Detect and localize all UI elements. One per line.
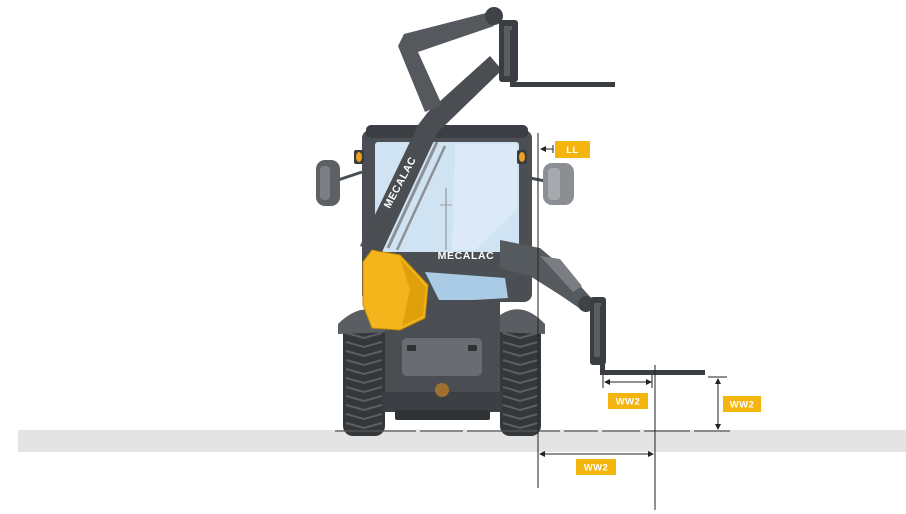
raised-fork-shank <box>510 30 515 87</box>
right-work-light <box>517 150 527 164</box>
raised-fork-carriage-inner <box>504 26 512 76</box>
lowered-boom <box>500 240 705 375</box>
left-tire-body <box>343 316 385 436</box>
ww2-fork-arrowhead-left <box>604 379 610 385</box>
dimension-ww2-reach: WW2 <box>539 451 654 475</box>
right-mirror-highlight <box>548 168 560 200</box>
left-tire <box>343 316 385 436</box>
cab-glass-glare <box>452 144 517 250</box>
raised-boom-upper-link <box>398 12 494 112</box>
right-mirror <box>529 163 574 205</box>
ground-line-gap <box>690 429 694 433</box>
ww2-fork-arrowhead-right <box>646 379 652 385</box>
left-mirror-arm <box>337 170 363 182</box>
dimension-ww2-fork: WW2 <box>602 375 653 409</box>
left-tail-light <box>407 345 416 351</box>
lowered-fork-shank <box>600 306 605 375</box>
skid-plate <box>395 410 490 420</box>
lowered-boom-link <box>540 256 582 292</box>
ww2-reach-label-box <box>576 459 616 475</box>
left-work-light <box>354 150 364 164</box>
cab-roof <box>366 125 528 138</box>
ww2-height-arrowhead-bottom <box>715 424 721 430</box>
hood-glass-strip <box>425 272 508 302</box>
hydraulic-rod-1 <box>386 141 439 249</box>
lowered-fork-tine <box>600 370 705 375</box>
chassis <box>383 300 502 420</box>
left-mirror <box>316 160 363 206</box>
ground-line-gap <box>598 429 602 433</box>
ww2-fork-label-box <box>608 393 648 409</box>
left-mirror-highlight <box>320 166 330 200</box>
ww2-reach-arrowhead-left <box>539 451 545 457</box>
ll-arrowhead <box>540 146 546 152</box>
ground-band <box>18 430 906 452</box>
dimension-annotations: LL WW2 WW2 WW2 <box>537 133 761 510</box>
right-tire <box>500 316 541 436</box>
ww2-fork-label: WW2 <box>616 397 640 408</box>
raised-fork-tine <box>510 82 615 87</box>
lowered-boom-arm <box>500 240 593 312</box>
ww2-reach-arrowhead-right <box>648 451 654 457</box>
ww2-height-label-box <box>723 396 761 412</box>
lowered-fork-carriage-inner <box>594 303 601 357</box>
ll-label: LL <box>566 145 578 156</box>
yellow-bucket-shade <box>400 258 426 326</box>
left-light-lens <box>356 152 362 162</box>
dimension-ww2-height: WW2 <box>708 376 761 430</box>
raised-boom-main-arm <box>360 56 502 252</box>
raised-boom-knuckle <box>485 7 503 25</box>
yellow-bucket <box>362 249 429 331</box>
ww2-reach-label: WW2 <box>584 463 608 474</box>
body-logo: MECALAC <box>438 250 495 262</box>
ww2-height-arrowhead-top <box>715 378 721 384</box>
machine: MECALAC <box>316 7 705 436</box>
hydraulic-rod-2 <box>395 145 447 251</box>
ground-line-gap <box>416 429 420 433</box>
ground-line <box>335 429 730 433</box>
counterweight <box>402 338 482 376</box>
ww2-height-label: WW2 <box>730 400 754 411</box>
ground-line-gap <box>560 429 564 433</box>
dimension-ll: LL <box>540 141 590 158</box>
right-light-lens <box>519 152 525 162</box>
tow-hitch <box>435 383 449 397</box>
right-fender <box>496 309 545 334</box>
ground-line-gap <box>640 429 644 433</box>
ground-line-gap <box>463 429 467 433</box>
right-tail-light <box>468 345 477 351</box>
axle <box>383 392 502 412</box>
ll-label-box <box>555 141 590 158</box>
